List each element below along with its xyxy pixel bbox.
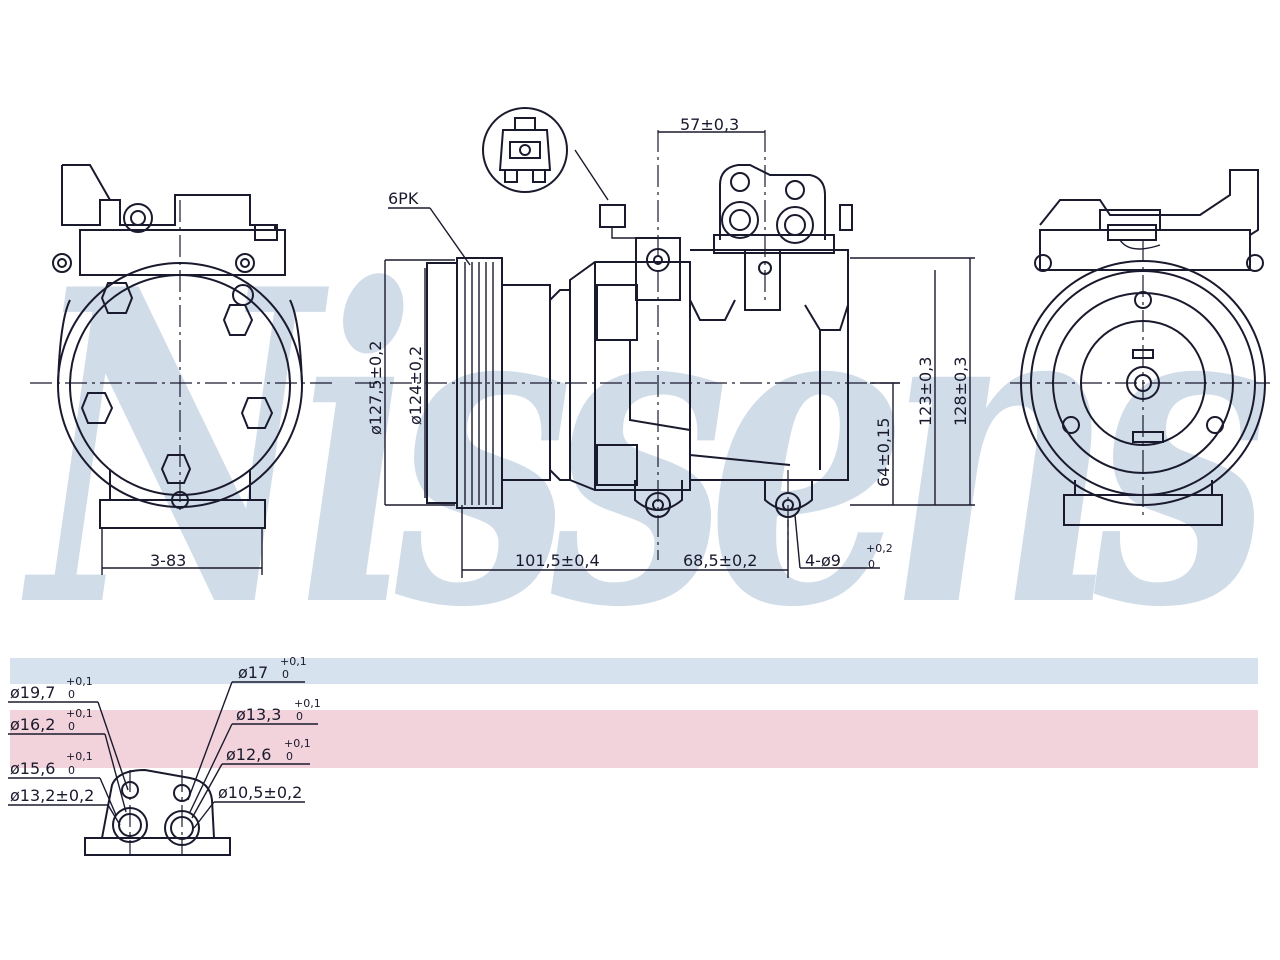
port-right-4-main: ø10,5±0,2 <box>218 783 302 802</box>
port-right-1-main: ø17 <box>238 663 268 682</box>
center-height-label: 64±0,15 <box>874 418 893 487</box>
port-left-3-tol-top: +0,1 <box>66 750 93 763</box>
height-1-label: 123±0,3 <box>916 357 935 426</box>
height-2-label: 128±0,3 <box>951 357 970 426</box>
length-1-label: 101,5±0,4 <box>515 551 600 570</box>
top-offset-label: 57±0,3 <box>680 115 739 134</box>
bolt-distance-label: 3-83 <box>150 551 186 570</box>
pulley-inner-label: ø124±0,2 <box>406 346 425 425</box>
mount-holes-tol-bot: 0 <box>868 558 875 571</box>
port-right-2-tol-top: +0,1 <box>294 697 321 710</box>
front-view <box>1010 169 1270 526</box>
belt-label: 6PK <box>388 189 419 208</box>
electrical-connector-icon <box>482 107 568 193</box>
port-left-2-tol-top: +0,1 <box>66 707 93 720</box>
watermark-text: Nissens <box>20 197 1267 702</box>
port-right-3-tol-bot: 0 <box>286 750 293 763</box>
port-right-2-tol-bot: 0 <box>296 710 303 723</box>
port-right-3-tol-top: +0,1 <box>284 737 311 750</box>
mount-holes-label: 4-ø9 <box>805 551 841 570</box>
port-left-4-main: ø13,2±0,2 <box>10 786 94 805</box>
band-blue <box>10 658 1258 684</box>
port-right-3-main: ø12,6 <box>226 745 271 764</box>
pulley-outer-label: ø127,5±0,2 <box>366 341 385 435</box>
port-left-1-tol-bot: 0 <box>68 688 75 701</box>
port-right-1-tol-top: +0,1 <box>280 655 307 668</box>
rear-view: 3-83 <box>30 164 335 575</box>
port-left-3-tol-bot: 0 <box>68 764 75 777</box>
port-right-2-main: ø13,3 <box>236 705 281 724</box>
port-left-2-tol-bot: 0 <box>68 720 75 733</box>
port-right-1-tol-bot: 0 <box>282 668 289 681</box>
port-left-2-main: ø16,2 <box>10 715 55 734</box>
port-detail: ø19,7 +0,1 0 ø16,2 +0,1 0 ø15,6 +0,1 0 ø… <box>8 655 321 856</box>
port-left-1-main: ø19,7 <box>10 683 55 702</box>
length-2-label: 68,5±0,2 <box>683 551 757 570</box>
mount-holes-tol-top: +0,2 <box>866 542 893 555</box>
band-pink <box>10 710 1258 768</box>
port-left-3-main: ø15,6 <box>10 759 55 778</box>
side-view: ø127,5±0,2 ø124±0,2 6PK <box>355 107 975 578</box>
port-left-1-tol-top: +0,1 <box>66 675 93 688</box>
